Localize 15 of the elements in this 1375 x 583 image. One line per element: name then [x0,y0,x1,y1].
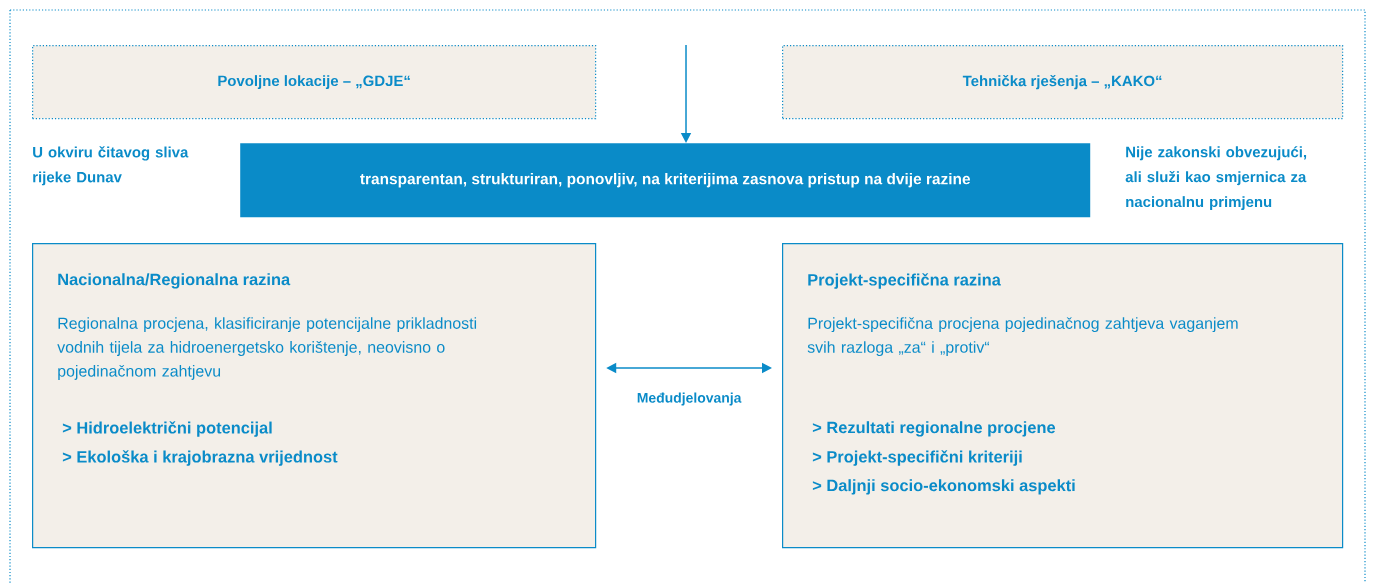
side-note: Nije zakonski obvezujući, ali služi kao smjernica za nacionalnu primjenu [1125,146,1307,211]
bullet-item: > Daljnji socio-ekonomski aspekti [812,479,1075,495]
description: Projekt-specifična procjena pojedinačnog zahtjeva vaganjem svih razloga „za“ i „protiv“ [807,317,1238,356]
bullet-item: > Projekt-specifični kriteriji [812,450,1022,466]
bullet-item: > Hidroelektrični potencijal [62,421,272,437]
banner: transparentan, strukturiran, ponovljiv, na kriterijima zasnova pristup na dvije razine [240,143,1091,218]
heading-box: Povoljne lokacije – „GDJE“ [32,45,597,120]
bullet-item: > Rezultati regionalne procjene [812,421,1056,437]
edge-label: Međudjelovanja [637,392,742,406]
bullet-item: > Ekološka i krajobrazna vrijednost [62,450,338,466]
heading: Nacionalna/Regionalna razina [58,273,291,289]
description: Regionalna procjena, klasificiranje potencijalne prikladnosti vodnih tijela za hidroenergetsko korištenje, neovisno o pojedinačnom zahtjevu [57,317,477,380]
side-note: U okviru čitavog sliva rijeke Dunav [33,146,189,186]
heading: Projekt-specifična razina [808,273,1001,289]
heading-box: Tehnička rješenja – „KAKO“ [782,45,1344,120]
